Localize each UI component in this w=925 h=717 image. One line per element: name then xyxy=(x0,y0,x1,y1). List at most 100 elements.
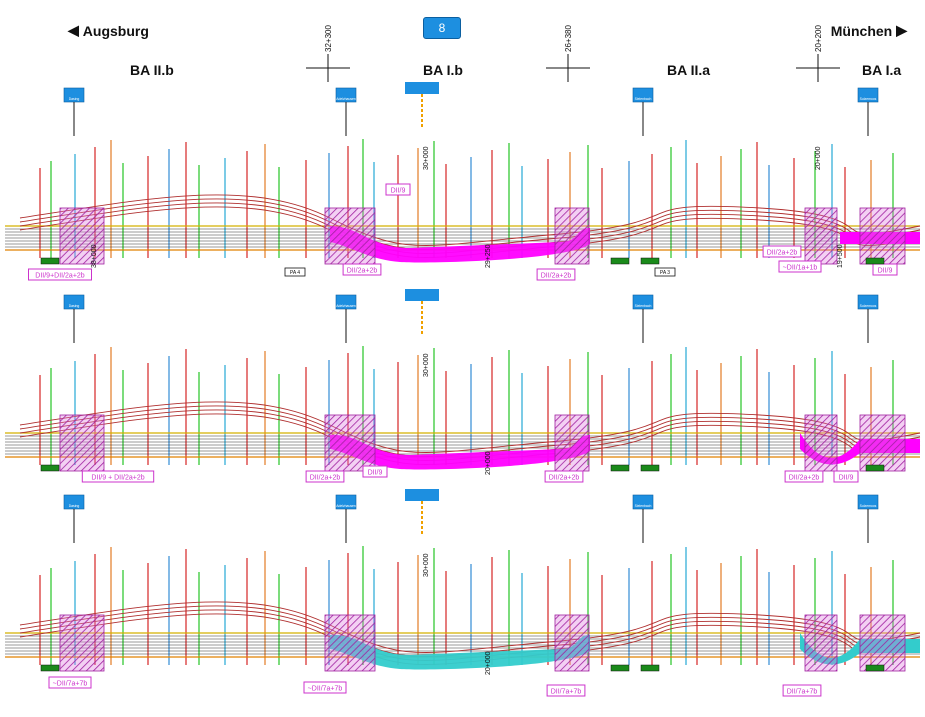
callout-box xyxy=(536,268,576,281)
hatched-zone xyxy=(804,207,838,265)
station-label: 20+000 xyxy=(815,146,822,170)
callout-label: DII/7a+7b xyxy=(787,689,818,696)
callout-label: DII/2a+2b xyxy=(789,475,820,482)
callout-box xyxy=(342,263,382,276)
callout-box xyxy=(782,684,822,697)
arrow-right-icon: ▶ xyxy=(896,22,907,38)
status-box xyxy=(610,257,630,265)
tag-label: PA 4 xyxy=(290,270,300,276)
direction-muenchen: München ▶ xyxy=(831,22,907,39)
status-box xyxy=(40,257,60,265)
station-label: 30+000 xyxy=(423,353,430,377)
hatched-zone xyxy=(859,414,906,472)
hatched-zone xyxy=(324,614,376,672)
callout-box xyxy=(305,470,345,483)
tag-box xyxy=(654,267,676,277)
junction-name: Sielenbach xyxy=(635,504,652,508)
callout-label: DII/9+DII/2a+2b xyxy=(35,273,85,280)
hatched-zone xyxy=(804,414,838,472)
junction-name: Adelzhausen xyxy=(336,504,356,508)
status-box xyxy=(640,464,660,472)
junction-name: Adelzhausen xyxy=(336,304,356,308)
km-marker-label: 26+380 xyxy=(564,25,573,52)
section-label: BA II.a xyxy=(667,62,711,78)
callout-label: DII/9 xyxy=(391,188,406,195)
callout-label: DII/2a+2b xyxy=(310,475,341,482)
callout-box xyxy=(362,465,388,478)
callout-box xyxy=(778,260,822,273)
callout-box xyxy=(385,183,411,196)
station-label: 20+000 xyxy=(485,651,492,675)
km-marker-label: 32+300 xyxy=(324,25,333,52)
callout-label: ~DII/7a+7b xyxy=(53,681,88,688)
junction-name: Adelzhausen xyxy=(336,97,356,101)
km-marker-label: 20+200 xyxy=(814,25,823,52)
callout-box xyxy=(48,676,92,689)
junction-name: Dasing xyxy=(69,504,80,508)
route-sign: 8 xyxy=(423,17,461,39)
callout-label: ~DII/7a+7b xyxy=(308,686,343,693)
hatched-zone xyxy=(59,207,105,265)
callout-label: DII/9 xyxy=(878,268,893,275)
callout-label: ~DII/1a+1b xyxy=(783,265,818,272)
status-box xyxy=(865,257,885,265)
hatched-zone xyxy=(859,614,906,672)
status-box xyxy=(40,664,60,672)
hatched-zone xyxy=(324,207,376,265)
drawing-panel: Dasing Adelzhausen Sielenbach Sulzemoos 30+0… xyxy=(5,82,921,281)
junction-name: Sulzemoos xyxy=(860,304,877,308)
callout-box xyxy=(544,470,584,483)
callout-box xyxy=(762,245,802,258)
junction-name: Dasing xyxy=(69,97,80,101)
callout-box xyxy=(28,268,92,281)
direction-left-label: Augsburg xyxy=(82,22,149,39)
callout-label: DII/9 + DII/2a+2b xyxy=(91,475,144,482)
station-label: 19+500 xyxy=(837,244,844,268)
junction-name: Sielenbach xyxy=(635,97,652,101)
status-box xyxy=(865,664,885,672)
drawing-panel: Dasing Adelzhausen Sielenbach Sulzemoos 30+0… xyxy=(5,489,921,697)
direction-augsburg: ◀ Augsburg xyxy=(68,22,149,39)
status-box xyxy=(40,464,60,472)
callout-box xyxy=(833,470,859,483)
section-label: BA II.b xyxy=(130,62,174,78)
carriageway-band xyxy=(330,634,590,670)
callout-label: DII/2a+2b xyxy=(549,475,580,482)
arrow-left-icon: ◀ xyxy=(68,22,79,38)
status-box xyxy=(610,664,630,672)
station-label: 30+000 xyxy=(423,146,430,170)
status-box xyxy=(610,464,630,472)
hatched-zone xyxy=(859,207,906,265)
hatched-zone xyxy=(554,414,590,472)
callout-box xyxy=(81,470,155,483)
info-sign xyxy=(405,289,439,301)
section-label: BA I.a xyxy=(862,62,902,78)
junction-name: Sulzemoos xyxy=(860,504,877,508)
callout-box xyxy=(784,470,824,483)
callout-box xyxy=(546,684,586,697)
callout-label: DII/9 xyxy=(368,470,383,477)
status-box xyxy=(640,257,660,265)
carriageway-band xyxy=(330,434,590,470)
hatched-zone xyxy=(554,207,590,265)
info-sign xyxy=(405,489,439,501)
callout-box xyxy=(303,681,347,694)
hatched-zone xyxy=(804,614,838,672)
callout-label: DII/9 xyxy=(839,475,854,482)
station-label: 38+000 xyxy=(91,244,98,268)
station-label: 20+000 xyxy=(485,451,492,475)
callout-box xyxy=(872,263,898,276)
station-label: 29+250 xyxy=(485,244,492,268)
junction-name: Sielenbach xyxy=(635,304,652,308)
hatched-zone xyxy=(554,614,590,672)
callout-label: DII/2a+2b xyxy=(541,273,572,280)
hatched-zone xyxy=(59,414,105,472)
hatched-zone xyxy=(324,414,376,472)
station-label: 30+000 xyxy=(423,553,430,577)
junction-name: Sulzemoos xyxy=(860,97,877,101)
carriageway-band xyxy=(330,226,590,263)
hatched-zone xyxy=(59,614,105,672)
